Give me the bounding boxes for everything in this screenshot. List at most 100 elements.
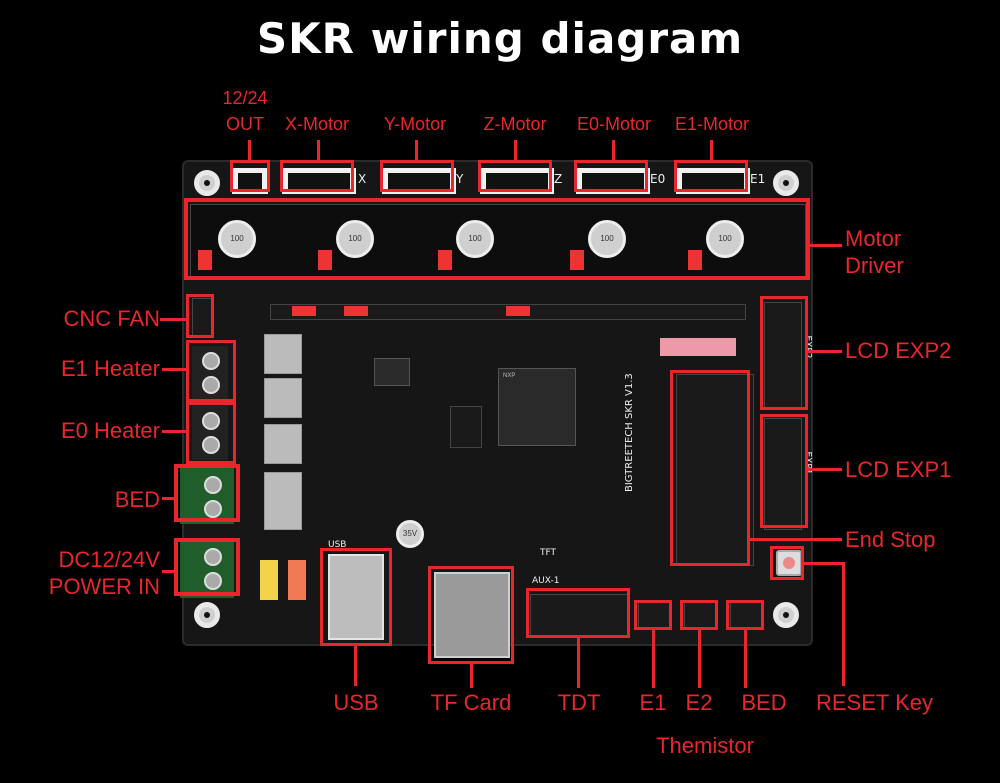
endstop-jumpers: [660, 338, 736, 356]
mount-hole: [194, 170, 220, 196]
uart-jumper: [292, 306, 316, 316]
jumper: [688, 250, 702, 270]
line: [317, 140, 320, 160]
label-driver: Driver: [845, 253, 904, 278]
highlight-bed: [174, 464, 240, 522]
fuse-yellow: [260, 560, 278, 600]
highlight-e1: [674, 160, 748, 192]
capacitor: 100: [456, 220, 494, 258]
line: [652, 630, 655, 688]
silk-y: Y: [456, 172, 464, 186]
highlight-z: [478, 160, 552, 192]
label-cnc-fan: CNC FAN: [63, 306, 160, 331]
silk-usb: USB: [328, 540, 347, 550]
label-usb: USB: [333, 690, 379, 715]
line: [808, 350, 842, 353]
silk-aux1: AUX-1: [532, 576, 560, 586]
mosfet: [264, 424, 302, 464]
highlight-usb: [320, 548, 392, 646]
uart-jumper: [506, 306, 530, 316]
fuse-orange: [288, 560, 306, 600]
highlight-tf: [428, 566, 514, 664]
line: [744, 630, 747, 688]
mosfet-bed: [264, 472, 302, 530]
mcu-chip: NXP: [498, 368, 576, 446]
line: [248, 140, 251, 160]
capacitor-small: 35V: [396, 520, 424, 548]
capacitor: 100: [588, 220, 626, 258]
label-x-motor: X-Motor: [284, 114, 349, 134]
label-lcd-exp2: LCD EXP2: [845, 338, 952, 363]
jumper: [438, 250, 452, 270]
label-y-motor: Y-Motor: [383, 114, 447, 134]
label-themistor: Themistor: [656, 733, 754, 758]
label-e1-heater: E1 Heater: [60, 356, 160, 381]
exp1-header: [764, 418, 802, 530]
mosfet: [264, 334, 302, 374]
chip-u5: [374, 358, 410, 386]
line: [354, 646, 357, 686]
highlight-exp2: [760, 296, 808, 410]
line: [162, 497, 176, 500]
label-bed: BED: [114, 487, 160, 512]
highlight-y: [380, 160, 454, 192]
label-lcd-exp1: LCD EXP1: [845, 457, 952, 482]
highlight-out: [230, 160, 270, 192]
highlight-bed-therm: [726, 600, 764, 630]
silk-e1: E1: [750, 172, 766, 186]
line: [808, 468, 842, 471]
highlight-exp1: [760, 414, 808, 528]
silk-e0: E0: [650, 172, 666, 186]
label-tf-card: TF Card: [430, 690, 512, 715]
screw: [202, 436, 220, 454]
tf-card-slot[interactable]: [434, 572, 510, 658]
silk-tft: TFT: [540, 548, 557, 558]
jumper: [318, 250, 332, 270]
line: [804, 562, 844, 565]
label-tdt: TDT: [557, 690, 601, 715]
board-brand: BIGTREETECH SKR V1.3: [624, 373, 635, 492]
mosfet: [264, 378, 302, 418]
highlight-e0: [574, 160, 648, 192]
line: [842, 562, 845, 686]
line: [577, 638, 580, 688]
capacitor: 100: [218, 220, 256, 258]
screw: [202, 376, 220, 394]
label-reset-key: RESET Key: [816, 690, 933, 715]
highlight-tdt: [526, 588, 630, 638]
mount-hole: [773, 170, 799, 196]
usb-port[interactable]: [328, 554, 384, 640]
highlight-reset: [770, 546, 804, 580]
label-e1: E1: [639, 690, 667, 715]
line: [710, 140, 713, 160]
highlight-e0-heater: [186, 402, 236, 464]
page-title: SKR wiring diagram: [256, 14, 744, 63]
label-e1-motor: E1-Motor: [674, 114, 750, 134]
screw: [202, 412, 220, 430]
endstop-connectors: [676, 374, 754, 566]
silk-x: X: [358, 172, 367, 186]
label-out: OUT: [226, 114, 264, 134]
label-e2: E2: [685, 690, 713, 715]
capacitor: 100: [336, 220, 374, 258]
label-bed-therm: BED: [741, 690, 787, 715]
mount-hole: [773, 602, 799, 628]
highlight-cnc-fan: [186, 294, 214, 338]
highlight-endstop: [670, 370, 750, 566]
highlight-e1-therm: [634, 600, 672, 630]
line: [810, 244, 842, 247]
highlight-power: [174, 538, 240, 596]
line: [612, 140, 615, 160]
label-end-stop: End Stop: [845, 527, 936, 552]
label-motor: Motor: [845, 226, 902, 251]
icsp-header: [450, 406, 482, 448]
label-e0-motor: E0-Motor: [576, 114, 652, 134]
highlight-e2-therm: [680, 600, 718, 630]
line: [750, 538, 842, 541]
line: [470, 664, 473, 688]
screw: [204, 476, 222, 494]
jumper: [198, 250, 212, 270]
label-dc: DC12/24V: [58, 547, 160, 572]
line: [162, 570, 176, 573]
label-power-in: POWER IN: [48, 574, 160, 599]
